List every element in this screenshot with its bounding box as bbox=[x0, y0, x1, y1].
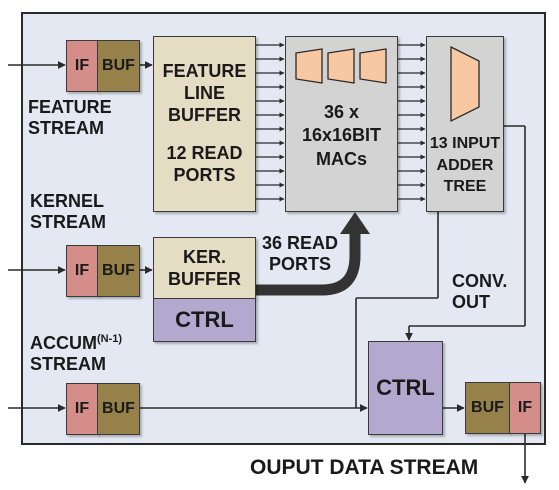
accum-superscript: (N-1) bbox=[97, 333, 123, 345]
output-buf-block: BUF bbox=[465, 382, 510, 434]
kernel-stream-label: KERNEL STREAM bbox=[30, 191, 106, 232]
feature-buf-block: BUF bbox=[97, 40, 140, 92]
multiplier-icons bbox=[294, 48, 387, 84]
kernel-buffer-ctrl: CTRL bbox=[153, 298, 256, 342]
kernel-read-ports-arrowhead bbox=[340, 212, 370, 234]
accum-buf-block: BUF bbox=[97, 383, 140, 435]
read-ports-label: 36 READ PORTS bbox=[262, 233, 339, 274]
mac-array: 36 x 16x16BIT MACs bbox=[285, 36, 398, 212]
multiplier-2-icon bbox=[326, 48, 355, 84]
kernel-buffer: KER. BUFFER bbox=[153, 237, 256, 299]
kernel-read-ports-arrow bbox=[256, 232, 361, 296]
mac-to-adder-arrows bbox=[398, 42, 426, 202]
adder-icon bbox=[450, 45, 480, 123]
multiplier-3-icon bbox=[358, 48, 387, 84]
kernel-buf-block: BUF bbox=[97, 245, 140, 297]
accum-if-block: IF bbox=[66, 383, 98, 435]
output-if-block: IF bbox=[509, 382, 541, 434]
feature-if-block: IF bbox=[66, 40, 98, 92]
multiplier-1-icon bbox=[294, 48, 323, 84]
accum-stream-label: ACCUM(N-1) STREAM bbox=[30, 333, 123, 374]
adder-tree: 13 INPUT ADDER TREE bbox=[426, 36, 504, 212]
kernel-if-block: IF bbox=[66, 245, 98, 297]
output-ctrl: CTRL bbox=[368, 341, 443, 435]
output-data-stream-label: OUPUT DATA STREAM bbox=[250, 456, 479, 479]
conv-out-label: CONV. OUT bbox=[452, 271, 508, 312]
line-buffer-read-port-arrows bbox=[256, 42, 285, 202]
feature-stream-label: FEATURE STREAM bbox=[28, 97, 112, 138]
feature-line-buffer: FEATURE LINE BUFFER 12 READ PORTS bbox=[153, 36, 256, 212]
